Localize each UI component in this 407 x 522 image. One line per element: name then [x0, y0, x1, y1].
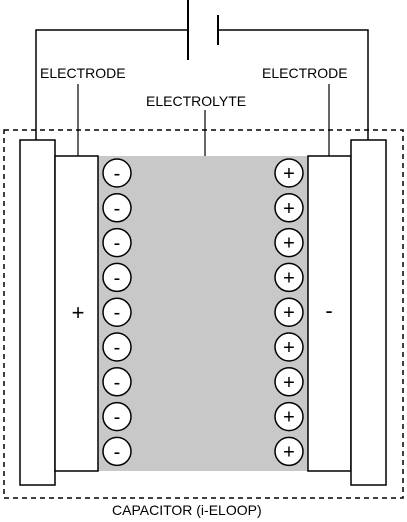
- ion-right-circle: [274, 193, 304, 223]
- label-electrolyte: ELECTROLYTE: [146, 93, 246, 109]
- ion-right-circle: [274, 332, 304, 362]
- ion-left-sign: -: [114, 163, 121, 185]
- ion-left-sign: -: [114, 441, 121, 463]
- plate-right-sign: -: [325, 298, 332, 323]
- ion-right-circle: [274, 436, 304, 467]
- ion-right-sign: +: [283, 441, 295, 463]
- label-electrode-left: ELECTRODE: [40, 65, 126, 81]
- ion-left-circle: [102, 158, 132, 188]
- ion-left-sign: -: [114, 267, 121, 289]
- ion-left-sign: -: [114, 233, 121, 255]
- ion-right-circle: [274, 367, 304, 397]
- ion-left-circle: [102, 227, 132, 258]
- wire-right: [218, 29, 369, 140]
- ion-right-sign: +: [283, 407, 295, 429]
- ion-right-sign: +: [283, 163, 295, 185]
- ion-left-sign: -: [114, 198, 121, 220]
- ion-left-circle: [102, 193, 132, 223]
- ion-left-sign: -: [114, 407, 121, 429]
- ion-right-circle: [274, 401, 304, 432]
- ion-left-circle: [102, 297, 132, 327]
- ion-left-sign: -: [114, 337, 121, 359]
- leader-lines: [77, 84, 330, 156]
- ion-right-sign: +: [283, 267, 295, 289]
- ion-left-sign: -: [114, 302, 121, 324]
- battery-symbol: [187, 0, 219, 60]
- ion-right-circle: [274, 297, 304, 327]
- ion-left-circle: [102, 332, 132, 362]
- current-collector-right: [350, 139, 387, 486]
- ions-right: + + + + + + + + +: [274, 158, 304, 467]
- ion-right-sign: +: [283, 372, 295, 394]
- ion-right-sign: +: [283, 233, 295, 255]
- electrode-left: [54, 155, 99, 472]
- ion-left-circle: [102, 262, 132, 293]
- ions-left: - - - - - - - - -: [102, 158, 132, 467]
- wire-left: [35, 29, 188, 140]
- capacitor-boundary: [3, 129, 404, 499]
- ion-right-sign: +: [283, 302, 295, 324]
- ion-left-circle: [102, 401, 132, 432]
- ion-left-sign: -: [114, 372, 121, 394]
- ion-left-circle: [102, 436, 132, 467]
- current-collector-left: [19, 139, 56, 486]
- ion-right-circle: [274, 227, 304, 258]
- wires: [35, 29, 369, 140]
- plate-left-sign: +: [72, 300, 85, 325]
- label-caption: CAPACITOR (i-ELOOP): [112, 502, 262, 518]
- electrolyte-region: [98, 156, 308, 471]
- label-electrode-right: ELECTRODE: [262, 65, 348, 81]
- ion-right-sign: +: [283, 198, 295, 220]
- ion-right-circle: [274, 262, 304, 293]
- ion-left-circle: [102, 367, 132, 397]
- ion-right-sign: +: [283, 337, 295, 359]
- ion-right-circle: [274, 158, 304, 188]
